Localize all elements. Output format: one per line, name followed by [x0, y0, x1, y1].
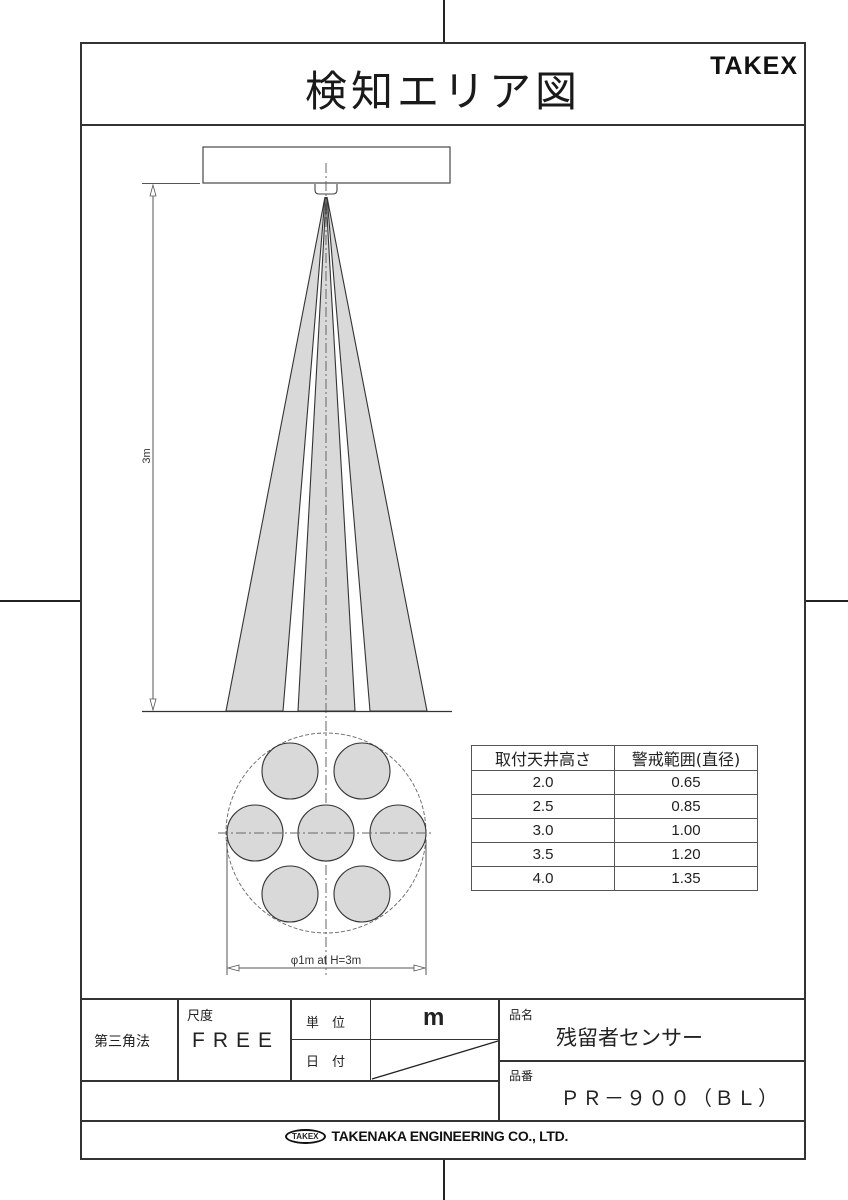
cell-height: 3.5 [471, 842, 615, 867]
drawing-sheet: 検知エリア図 TAKEX [80, 42, 806, 1160]
cell-diameter: 0.65 [614, 770, 758, 795]
crop-mark-bottom [443, 1160, 445, 1200]
product-name: 残留者センサー [556, 1026, 703, 1050]
header-coverage-diameter: 警戒範囲(直径) [614, 745, 758, 771]
cell-height: 2.0 [471, 770, 615, 795]
unit-label: 単 位 [306, 1016, 346, 1031]
cell-diameter: 0.85 [614, 794, 758, 819]
product-no: ＰＲ－９００（ＢＬ） [560, 1086, 780, 1110]
date-label: 日 付 [306, 1055, 346, 1070]
page-title: 検知エリア図 [304, 67, 581, 116]
crop-mark-right [806, 600, 848, 602]
company-name: TAKENAKA ENGINEERING CO., LTD. [331, 1128, 569, 1144]
projection-method: 第三角法 [94, 1034, 150, 1050]
detection-area-diagram: 3m φ1m at H=3m [141, 146, 452, 975]
company-logo-icon: TAKEX [285, 1128, 326, 1144]
cell-diameter: 1.35 [614, 866, 758, 891]
cell-diameter: 1.20 [614, 842, 758, 867]
zone-bottom-left [261, 865, 319, 923]
scale-value: FREE [192, 1029, 281, 1052]
height-dimension-label: 3m [141, 448, 153, 463]
scale-label: 尺度 [187, 1009, 214, 1024]
cell-height: 4.0 [471, 866, 615, 891]
header-mount-height: 取付天井高さ [471, 745, 615, 771]
diameter-label: φ1m at H=3m [291, 955, 361, 967]
brand-logo: TAKEX [710, 52, 798, 80]
crop-mark-top [443, 0, 445, 42]
company-footer: TAKEX TAKENAKA ENGINEERING CO., LTD. [285, 1128, 568, 1144]
product-no-label: 品番 [509, 1069, 534, 1083]
plan-view: φ1m at H=3m [218, 732, 433, 975]
cell-height: 2.5 [471, 794, 615, 819]
cell-diameter: 1.00 [614, 818, 758, 843]
crop-mark-left [0, 600, 80, 602]
zone-bottom-right [333, 865, 391, 923]
cell-height: 3.0 [471, 818, 615, 843]
title-row: 検知エリア図 TAKEX [82, 44, 804, 126]
unit-value: m [423, 1004, 445, 1031]
product-name-label: 品名 [509, 1008, 534, 1022]
zone-top-right [333, 742, 391, 800]
zone-top-left [261, 742, 319, 800]
table-header-row: 取付天井高さ 警戒範囲(直径) [471, 745, 758, 771]
